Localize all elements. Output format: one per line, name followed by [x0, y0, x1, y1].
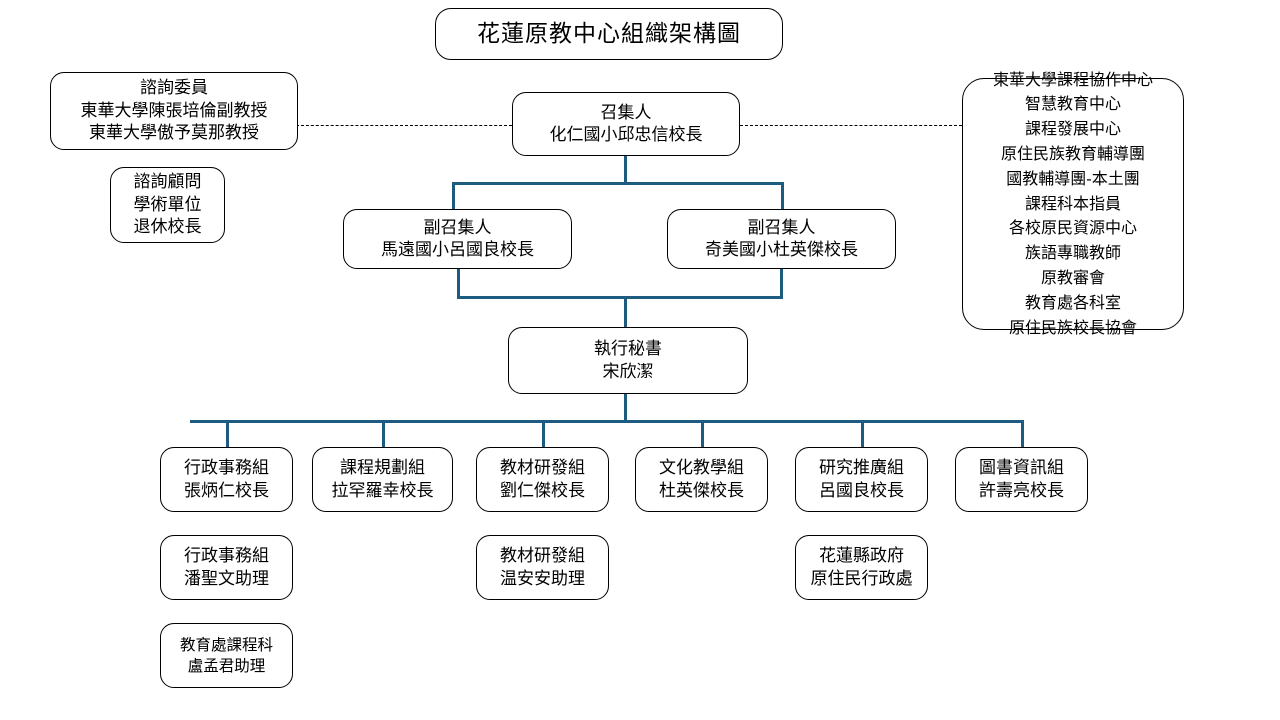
advisory-committee-box: 諮詢委員 東華大學陳張培倫副教授 東華大學傲予莫那教授 — [50, 72, 298, 150]
connector-group-drop-4 — [701, 420, 704, 448]
group-leader: 呂國良校長 — [819, 480, 904, 501]
deputy-convener-box-right: 副召集人 奇美國小杜英傑校長 — [667, 209, 896, 269]
group-sub-name: 原住民行政處 — [810, 568, 913, 589]
group-sub-role: 教育處課程科 — [179, 636, 273, 655]
group-sub-name: 潘聖文助理 — [184, 568, 269, 589]
group-role: 課程規劃組 — [340, 458, 425, 479]
connector-secretary-down — [624, 394, 627, 422]
group-sub-name: 盧孟君助理 — [187, 656, 266, 675]
group-sub-box-county-government: 花蓮縣政府 原住民行政處 — [795, 535, 928, 600]
connector-deputy-bar — [452, 182, 784, 185]
executive-secretary-box: 執行秘書 宋欣潔 — [508, 327, 748, 394]
convener-name: 化仁國小邱忠信校長 — [549, 125, 703, 145]
partner-item: 東華大學課程協作中心 — [992, 69, 1153, 89]
partner-item: 課程科本指員 — [1024, 193, 1121, 213]
group-box-administration: 行政事務組 張炳仁校長 — [160, 447, 293, 512]
group-leader: 劉仁傑校長 — [500, 480, 585, 501]
connector-deputy-left-down — [457, 269, 460, 299]
partner-item: 教育處各科室 — [1024, 292, 1121, 312]
group-sub-box-material-assistant: 教材研發組 温安安助理 — [476, 535, 609, 600]
group-box-curriculum-planning: 課程規劃組 拉罕羅幸校長 — [312, 447, 453, 512]
group-leader: 拉罕羅幸校長 — [331, 480, 434, 501]
partner-item: 族語專職教師 — [1024, 243, 1121, 263]
advisory-consultant-line-3: 退休校長 — [133, 217, 202, 238]
partner-item: 課程發展中心 — [1024, 119, 1121, 139]
advisory-consultant-role: 諮詢顧問 — [133, 172, 202, 193]
partner-item: 原教審會 — [1040, 268, 1105, 287]
connector-deputy-right-down — [780, 269, 783, 299]
deputy-convener-box-left: 副召集人 馬遠國小呂國良校長 — [343, 209, 572, 269]
group-leader: 杜英傑校長 — [659, 480, 744, 501]
deputy-convener-name: 馬遠國小呂國良校長 — [381, 240, 534, 260]
advisory-consultant-line-2: 學術單位 — [133, 194, 202, 215]
group-role: 研究推廣組 — [819, 458, 904, 479]
group-leader: 許壽亮校長 — [979, 480, 1064, 501]
connector-deputy-right-drop — [781, 182, 784, 210]
executive-secretary-name: 宋欣潔 — [602, 361, 654, 382]
group-sub-role: 行政事務組 — [184, 546, 269, 567]
group-box-research-promotion: 研究推廣組 呂國良校長 — [795, 447, 928, 512]
advisory-committee-member-2: 東華大學傲予莫那教授 — [89, 123, 259, 144]
partner-item: 各校原民資源中心 — [1008, 218, 1137, 238]
connector-group-drop-3 — [542, 420, 545, 448]
group-role: 圖書資訊組 — [979, 458, 1064, 479]
deputy-convener-name: 奇美國小杜英傑校長 — [705, 240, 858, 260]
group-sub-box-education-curriculum: 教育處課程科 盧孟君助理 — [160, 623, 293, 688]
partner-item: 原住民族教育輔導團 — [1000, 144, 1145, 164]
connector-secretary-join-bar — [457, 296, 783, 299]
connector-group-drop-6 — [1021, 420, 1024, 448]
connector-groups-distribution-bar — [190, 420, 1023, 423]
chart-title-box: 花蓮原教中心組織架構圖 — [435, 8, 783, 60]
advisory-committee-member-1: 東華大學陳張培倫副教授 — [80, 100, 268, 121]
connector-join-to-secretary — [624, 296, 627, 328]
convener-role: 召集人 — [600, 102, 652, 123]
group-sub-name: 温安安助理 — [500, 568, 585, 589]
advisory-committee-role: 諮詢委員 — [140, 78, 208, 99]
deputy-convener-role: 副召集人 — [747, 217, 816, 238]
connector-group-drop-5 — [861, 420, 864, 448]
group-leader: 張炳仁校長 — [184, 480, 269, 501]
partner-item: 國教輔導團-本土團 — [1006, 168, 1140, 188]
group-sub-box-administration-assistant: 行政事務組 潘聖文助理 — [160, 535, 293, 600]
executive-secretary-role: 執行秘書 — [594, 339, 662, 360]
group-role: 文化教學組 — [659, 458, 744, 479]
dashed-link-convener-to-partners — [740, 125, 962, 126]
deputy-convener-role: 副召集人 — [423, 217, 492, 238]
chart-title-text: 花蓮原教中心組織架構圖 — [477, 20, 741, 47]
group-role: 行政事務組 — [184, 458, 269, 479]
group-sub-role: 花蓮縣政府 — [819, 546, 904, 567]
convener-box: 召集人 化仁國小邱忠信校長 — [512, 92, 740, 156]
partner-item: 原住民族校長協會 — [1008, 317, 1137, 337]
group-box-library-information: 圖書資訊組 許壽亮校長 — [955, 447, 1088, 512]
partner-item: 智慧教育中心 — [1024, 94, 1121, 114]
advisory-consultant-box: 諮詢顧問 學術單位 退休校長 — [110, 167, 225, 243]
partners-panel-box: 東華大學課程協作中心 智慧教育中心 課程發展中心 原住民族教育輔導團 國教輔導團… — [962, 70, 1184, 337]
group-sub-role: 教材研發組 — [500, 546, 585, 567]
group-box-cultural-teaching: 文化教學組 杜英傑校長 — [635, 447, 768, 512]
connector-group-drop-2 — [382, 420, 385, 448]
connector-deputy-left-drop — [452, 182, 455, 210]
group-role: 教材研發組 — [500, 458, 585, 479]
group-box-material-development: 教材研發組 劉仁傑校長 — [476, 447, 609, 512]
connector-group-drop-1 — [226, 420, 229, 448]
connector-convener-down — [624, 156, 627, 184]
dashed-link-advisory-to-convener — [296, 125, 512, 126]
